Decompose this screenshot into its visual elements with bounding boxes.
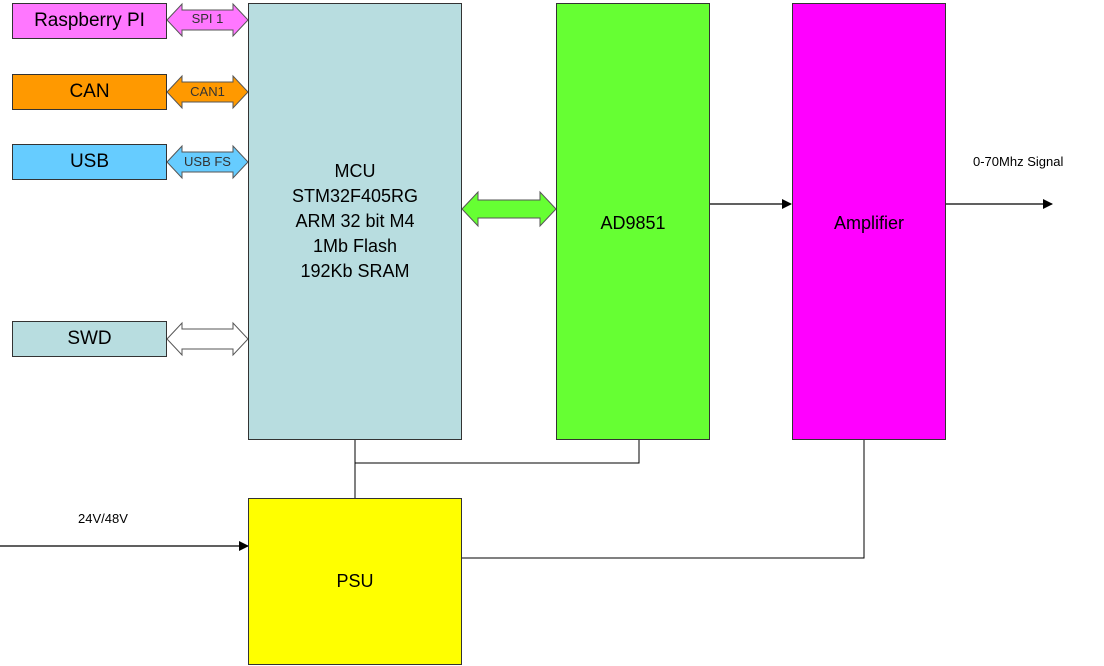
usb-block: USB <box>12 144 167 180</box>
can1-label: CAN1 <box>190 84 225 99</box>
swd-label: SWD <box>67 328 112 349</box>
mcu-line-5: 192Kb SRAM <box>300 261 410 281</box>
raspberry-pi-label: Raspberry PI <box>34 10 145 31</box>
amplifier-block: Amplifier <box>792 3 946 440</box>
ad9851-block: AD9851 <box>556 3 710 440</box>
raspberry-pi-block: Raspberry PI <box>12 3 167 39</box>
mcu-block: MCU STM32F405RG ARM 32 bit M4 1Mb Flash … <box>248 3 462 440</box>
mcu-line-4: 1Mb Flash <box>312 236 398 256</box>
usbfs-label: USB FS <box>184 154 231 169</box>
psu-label: PSU <box>336 571 374 591</box>
output-signal-label: 0-70Mhz Signal <box>973 154 1064 169</box>
mcu-line-2: STM32F405RG <box>291 186 419 206</box>
psu-power-bus-line <box>354 440 640 498</box>
ad9851-label: AD9851 <box>600 213 666 233</box>
mcu-ad9851-double-arrow <box>461 190 557 228</box>
can-label: CAN <box>69 81 110 102</box>
amplifier-label: Amplifier <box>833 213 904 233</box>
mcu-line-3: ARM 32 bit M4 <box>295 211 415 231</box>
amplifier-power-line <box>462 440 865 559</box>
can-block: CAN <box>12 74 167 110</box>
psu-block: PSU <box>248 498 462 665</box>
swd-block: SWD <box>12 321 167 357</box>
power-input-label: 24V/48V <box>78 511 128 526</box>
swd-double-arrow <box>166 321 249 357</box>
spi1-label: SPI 1 <box>191 11 224 26</box>
mcu-line-1: MCU <box>334 161 376 181</box>
usb-label: USB <box>69 151 110 172</box>
